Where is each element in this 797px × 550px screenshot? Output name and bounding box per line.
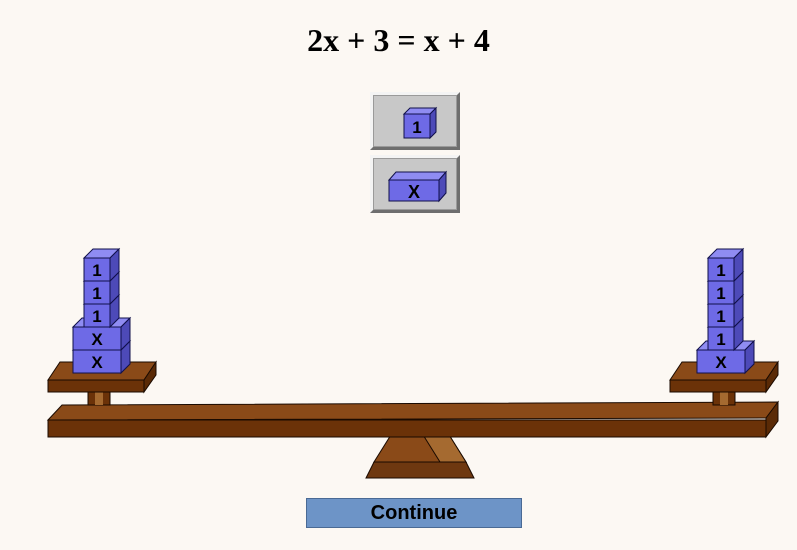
unit-block-icon: 1 (402, 106, 438, 140)
unit-block-icon-label: 1 (412, 118, 421, 137)
unit-block-label: 1 (716, 330, 725, 349)
x-block-label: X (91, 353, 103, 372)
unit-block: 1 (706, 247, 745, 283)
x-block-label: X (91, 330, 103, 349)
balance-beam (46, 400, 780, 439)
unit-block-label: 1 (92, 284, 101, 303)
x-block-icon: X (387, 170, 448, 203)
equation-text: 2x + 3 = x + 4 (307, 22, 490, 58)
unit-block: 1 (82, 247, 121, 283)
add-unit-block-button[interactable]: 1 (370, 92, 460, 150)
unit-block-label: 1 (92, 261, 101, 280)
left-pan-blocks: XX 1 1 1 (71, 247, 132, 375)
right-pan-blocks: X 1 1 1 1 (695, 247, 756, 375)
unit-block-label: 1 (716, 307, 725, 326)
continue-button[interactable]: Continue (306, 498, 522, 528)
unit-block-label: 1 (92, 307, 101, 326)
unit-block-label: 1 (716, 261, 725, 280)
add-x-block-button[interactable]: X (370, 155, 460, 213)
x-block-label: X (715, 353, 727, 372)
x-block-icon-label: X (408, 182, 420, 202)
fulcrum (365, 429, 475, 479)
unit-block-label: 1 (716, 284, 725, 303)
